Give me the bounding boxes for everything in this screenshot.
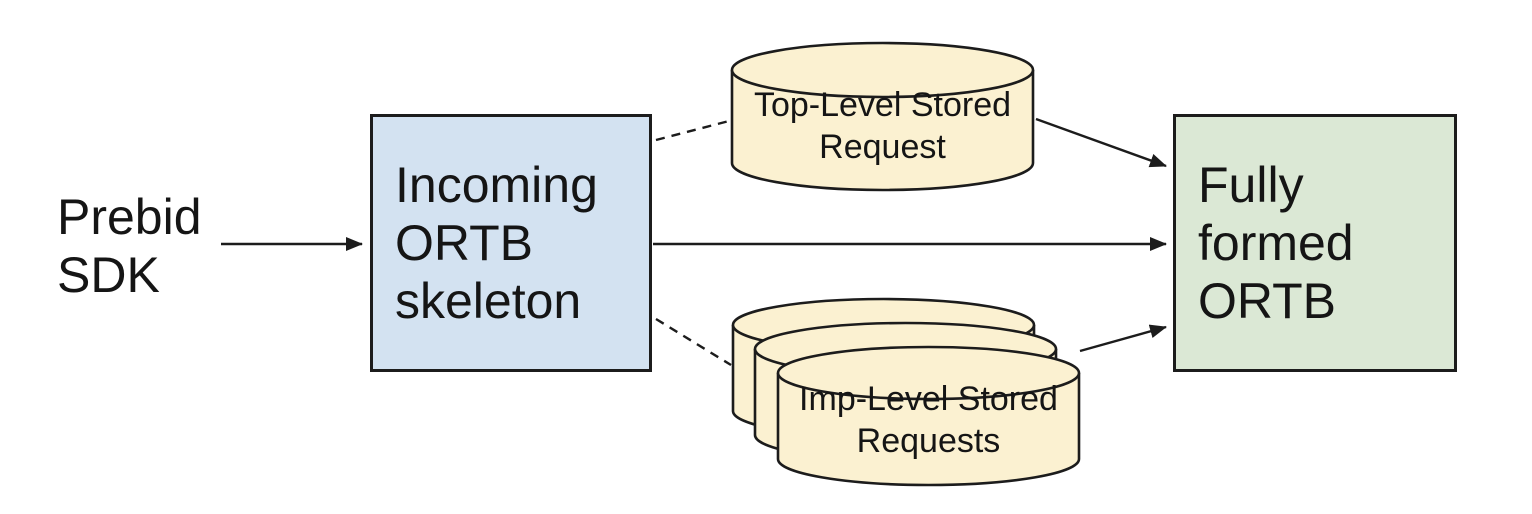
edge-incoming-to-top-stored-dashed	[655, 119, 730, 142]
cylinder-top	[730, 41, 1035, 99]
cylinder-body	[776, 373, 1081, 487]
incoming-ortb-skeleton-label: Incoming ORTB skeleton	[395, 157, 598, 329]
imp-level-stored-requests-label: Imp-Level Stored Requests	[799, 380, 1058, 460]
incoming-ortb-skeleton-node: Incoming ORTB skeleton	[370, 114, 652, 372]
cylinder-front	[776, 345, 1081, 487]
fully-formed-ortb-label: Fully formed ORTB	[1198, 157, 1354, 329]
fully-formed-ortb-node: Fully formed ORTB	[1173, 114, 1457, 372]
cylinder-top	[776, 345, 1081, 401]
top-level-stored-request-cylinder	[730, 41, 1035, 192]
imp-level-stored-requests-cylinder-stack	[731, 297, 1081, 487]
prebid-sdk-label: Prebid SDK	[57, 189, 202, 303]
edge-top-stored-to-fully-formed-arrow	[1035, 117, 1167, 168]
edge-imp-stored-to-fully-formed-arrow	[1079, 324, 1167, 353]
cylinder-body	[730, 70, 1035, 192]
top-level-stored-request-label: Top-Level Stored Request	[753, 86, 1012, 166]
edge-incoming-to-imp-stored-dashed	[655, 317, 732, 367]
